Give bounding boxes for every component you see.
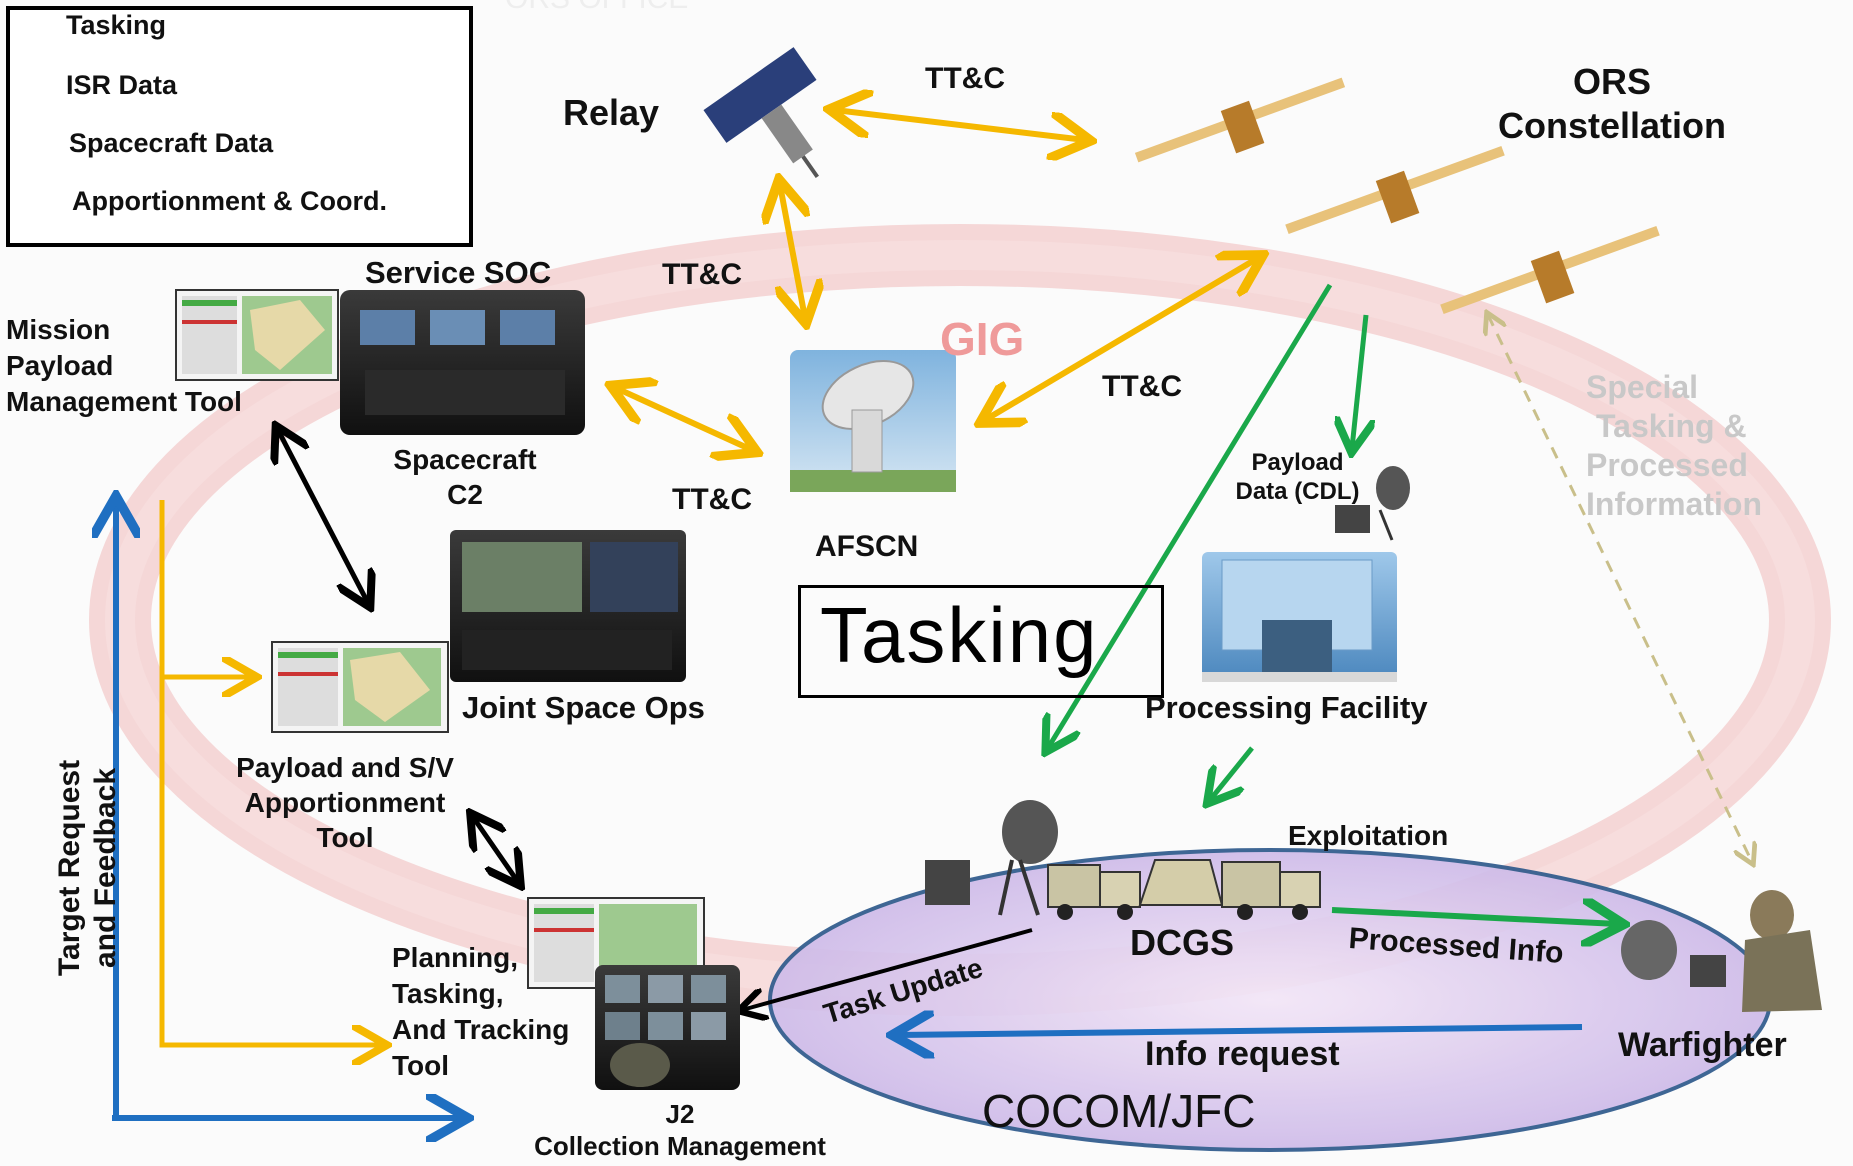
special-line2: Tasking & <box>1596 408 1747 444</box>
mission-payload-line2: Payload <box>6 350 114 381</box>
soc-apportionment-coord-arrow <box>278 430 368 603</box>
ors-satellite-1-icon <box>1134 77 1346 163</box>
afscn-dish-image <box>790 350 956 492</box>
joint-space-ops-image <box>450 530 686 682</box>
ors-satellite-3-icon <box>1440 225 1660 315</box>
special-line3: Processed <box>1586 447 1748 483</box>
payload-sv-label: Payload and S/V Apportionment Tool <box>225 750 465 855</box>
processing-dcgs-arrow <box>1210 746 1254 800</box>
info-request-label: Info request <box>1145 1035 1340 1073</box>
j2-line1: J2 <box>665 1099 695 1129</box>
special-line4: Information <box>1586 486 1762 522</box>
ttc-label-relay-afscn: TT&C <box>662 258 742 291</box>
payload-sv-line2: Apportionment <box>244 787 446 818</box>
ors-dcgs-isr-arrow <box>1048 283 1333 748</box>
planning-line1: Planning, <box>392 942 518 973</box>
exploitation-label: Exploitation <box>1288 820 1449 851</box>
relay-satellite-icon <box>703 47 819 179</box>
legend <box>6 6 473 247</box>
service-soc-label: Service SOC <box>365 255 552 290</box>
mission-payload-line1: Mission <box>6 314 111 345</box>
joint-space-ops-label: Joint Space Ops <box>462 690 705 725</box>
soc-afscn-ttc-arrow <box>616 388 752 450</box>
target-request-line1: Target Request <box>53 759 86 977</box>
payload-data-label: Payload Data (CDL) <box>1215 448 1380 506</box>
relay-label: Relay <box>563 92 660 133</box>
dcgs-antenna-icon <box>925 800 1058 916</box>
payload-data-line1: Payload <box>1251 449 1344 476</box>
ors-satellite-2-icon <box>1285 145 1505 235</box>
ttc-label-relay-ors: TT&C <box>925 62 1005 95</box>
payload-data-line2: Data (CDL) <box>1235 478 1360 505</box>
legend-label-spacecraft: Spacecraft Data <box>69 128 274 158</box>
spacecraft-c2-label: Spacecraft C2 <box>375 442 555 512</box>
gig-label: GIG <box>940 313 1025 365</box>
tasking-label: Tasking <box>820 591 1099 679</box>
relay-ors-ttc-arrow <box>835 110 1085 140</box>
special-tasking-dashed-arrow <box>1488 315 1752 862</box>
processed-info-arrow <box>1331 910 1618 924</box>
afscn-label: AFSCN <box>815 530 919 563</box>
legend-label-isr: ISR Data <box>66 70 178 100</box>
legend-label-coord: Apportionment & Coord. <box>72 186 387 216</box>
dcgs-label: DCGS <box>1130 922 1235 963</box>
spacecraft-c2-line2: C2 <box>447 479 483 510</box>
planning-line4: Tool <box>392 1050 450 1081</box>
planning-line2: Tasking, <box>392 978 504 1009</box>
relay-afscn-ttc-arrow <box>780 185 805 318</box>
spacecraft-c2-line1: Spacecraft <box>393 444 537 475</box>
legend-label-tasking: Tasking <box>66 10 167 40</box>
payload-sv-line1: Payload and S/V <box>236 752 454 783</box>
processing-facility-image <box>1202 552 1397 682</box>
yellow-feed-planning-arrow <box>159 500 382 1045</box>
ors-constellation-line1: ORS <box>1572 61 1651 102</box>
service-soc-image <box>340 290 585 435</box>
mission-payload-label: Mission Payload Management Tool <box>6 312 242 420</box>
target-request-label: Target Request and Feedback <box>52 708 124 1028</box>
ttc-label-soc-afscn: TT&C <box>672 483 752 516</box>
apportionment-planning-coord-arrow <box>473 817 518 882</box>
task-update-arrow <box>742 928 1033 1010</box>
warfighter-label: Warfighter <box>1618 1026 1787 1064</box>
faded-top-label: ORS OFFICE <box>505 0 688 16</box>
mission-payload-line3: Management Tool <box>6 386 242 417</box>
info-request-arrow <box>898 1027 1583 1035</box>
cocom-label: COCOM/JFC <box>982 1085 1256 1137</box>
cdl-antenna-icon <box>1335 466 1410 541</box>
dcgs-vehicles-icon <box>1047 859 1321 920</box>
ors-afscn-ttc-arrow <box>985 258 1258 420</box>
planning-tool-label: Planning, Tasking, And Tracking Tool <box>392 940 569 1084</box>
j2-collection-image <box>595 965 740 1090</box>
special-tasking-label: Special Tasking & Processed Information <box>1586 368 1762 524</box>
j2-label: J2 Collection Management <box>520 1098 840 1162</box>
special-line1: Special <box>1586 369 1699 405</box>
ors-constellation-line2: Constellation <box>1497 105 1726 146</box>
ttc-label-ors-afscn: TT&C <box>1102 370 1182 403</box>
tasking-box <box>798 585 1164 698</box>
ors-constellation-label: ORS Constellation <box>1462 60 1762 148</box>
apportionment-tool-screenshot <box>271 641 449 733</box>
planning-line3: And Tracking <box>392 1014 570 1045</box>
target-request-line2: and Feedback <box>89 767 122 969</box>
mission-payload-tool-screenshot <box>175 289 339 381</box>
j2-line2: Collection Management <box>534 1131 826 1161</box>
ors-payload-data-arrow <box>1352 314 1366 448</box>
payload-sv-line3: Tool <box>316 822 374 853</box>
processing-facility-label: Processing Facility <box>1145 690 1428 725</box>
warfighter-icon <box>1621 890 1822 1012</box>
